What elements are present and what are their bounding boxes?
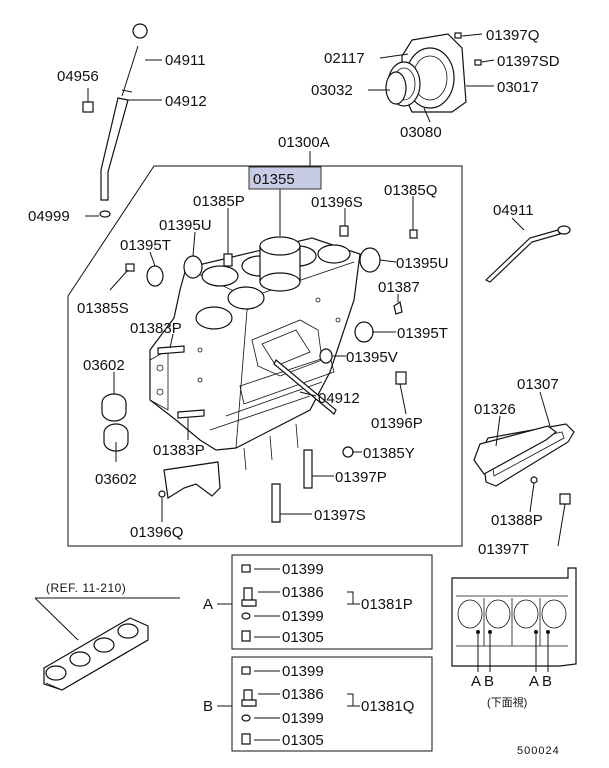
label-01326: 01326 (474, 401, 516, 418)
oil-pan-cover (473, 391, 575, 547)
dipstick-assembly-top (82, 23, 162, 218)
label-01397P: 01397P (335, 469, 387, 486)
cylinder-block (149, 236, 361, 471)
kit-b-item-3: 01399 (282, 710, 324, 727)
label-01395T-2: 01395T (397, 325, 448, 342)
label-01395T-1: 01395T (120, 237, 171, 254)
kit-a-kit-number: 01381P (361, 596, 413, 613)
label-01385S: 01385S (77, 300, 129, 317)
label-01387: 01387 (378, 279, 420, 296)
label-01383P-2: 01383P (153, 442, 205, 459)
label-03032: 03032 (311, 82, 353, 99)
label-03017: 03017 (497, 79, 539, 96)
label-04956: 04956 (57, 68, 99, 85)
kit-b-box (217, 656, 433, 752)
label-01383P-1: 01383P (130, 320, 182, 337)
label-01395U-2: 01395U (396, 255, 449, 272)
bottom-marker-a1: A (471, 673, 481, 690)
label-01397Q: 01397Q (486, 27, 539, 44)
bottom-marker-b2: B (542, 673, 552, 690)
label-04911-top: 04911 (165, 52, 206, 69)
seal-case-assembly (368, 32, 495, 123)
main-leaders (109, 196, 414, 522)
label-03602-1: 03602 (83, 357, 125, 374)
kit-b-item-2: 01386 (282, 686, 324, 703)
label-01395V: 01395V (346, 349, 398, 366)
label-01307: 01307 (517, 376, 559, 393)
main-frame (67, 165, 463, 547)
bottom-marker-b1: B (484, 673, 494, 690)
bottom-marker-a2: A (529, 673, 539, 690)
label-01397S: 01397S (314, 507, 366, 524)
label-01385P: 01385P (193, 193, 245, 210)
bottom-view-drawing (451, 567, 577, 672)
label-01300A: 01300A (278, 134, 330, 151)
ref-note: (REF. 11-210) (46, 581, 126, 595)
bottom-view-caption: (下面視) (487, 695, 527, 709)
label-04999: 04999 (28, 208, 70, 225)
kit-a-item-3: 01399 (282, 608, 324, 625)
right-dipstick (484, 217, 571, 283)
label-01396P: 01396P (371, 415, 423, 432)
label-01396Q: 01396Q (130, 524, 183, 541)
label-03602-2: 03602 (95, 471, 137, 488)
kit-a-item-2: 01386 (282, 584, 324, 601)
block-small-parts (101, 225, 418, 523)
label-01397SD: 01397SD (497, 53, 560, 70)
kit-a-item-1: 01399 (282, 561, 324, 578)
kit-b-item-1: 01399 (282, 663, 324, 680)
label-03080: 03080 (400, 124, 442, 141)
label-01388P: 01388P (491, 512, 543, 529)
kit-a-letter: A (203, 596, 213, 613)
label-01396S: 01396S (311, 194, 363, 211)
label-01397T: 01397T (478, 541, 529, 558)
label-01385Q: 01385Q (384, 182, 437, 199)
kit-a-box (217, 554, 433, 650)
label-04912-top: 04912 (165, 93, 207, 110)
highlight-01355 (248, 166, 322, 190)
label-02117: 02117 (324, 50, 365, 67)
kit-b-item-4: 01305 (282, 732, 324, 749)
kit-b-kit-number: 01381Q (361, 698, 414, 715)
kit-b-letter: B (203, 698, 213, 715)
label-04911-right: 04911 (493, 202, 534, 219)
document-number: 500024 (517, 745, 560, 757)
label-01385Y: 01385Y (363, 445, 415, 462)
kit-a-item-4: 01305 (282, 629, 324, 646)
crank-bearings (34, 597, 180, 691)
label-04912-main: 04912 (318, 390, 360, 407)
label-01355: 01355 (253, 171, 295, 188)
label-01395U-1: 01395U (159, 217, 212, 234)
